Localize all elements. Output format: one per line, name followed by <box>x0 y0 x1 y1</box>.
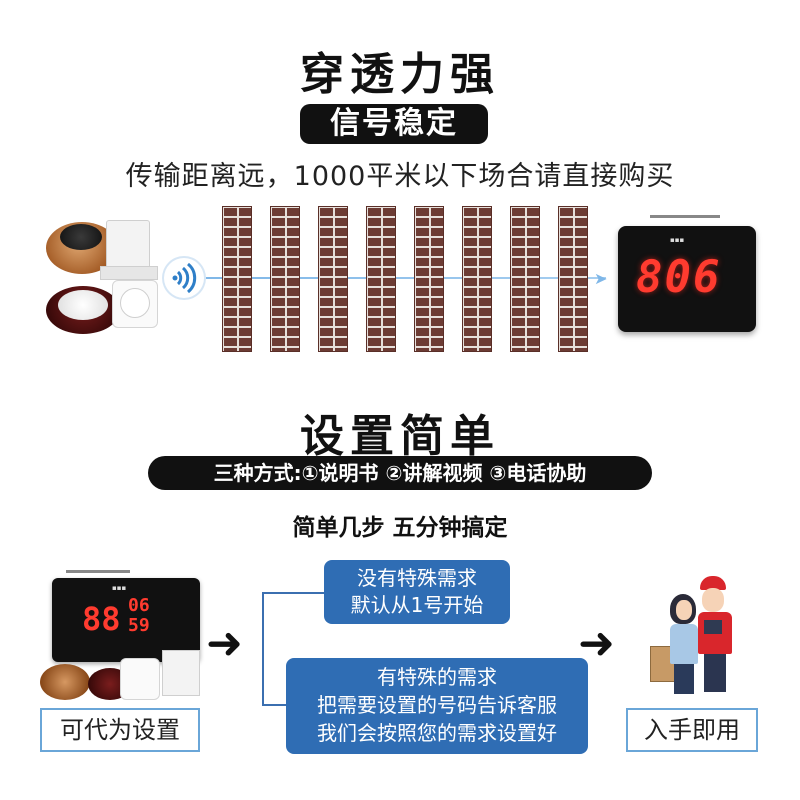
courier-legs <box>704 654 726 692</box>
call-button-top-image <box>60 224 102 250</box>
bracket-line <box>262 592 324 594</box>
brick-wall <box>558 206 588 352</box>
display-digits-small-bottom: 59 <box>128 615 150 636</box>
brick-wall <box>462 206 492 352</box>
brick-wall <box>510 206 540 352</box>
description-range: 传输距离远，1000平米以下场合请直接购买 <box>125 161 675 192</box>
option-default-line2: 默认从1号开始 <box>350 593 484 617</box>
wall-call-button-circle <box>120 288 150 318</box>
antenna-image <box>66 570 130 573</box>
right-arrow-icon: ➜ <box>206 618 243 669</box>
call-button-white-top-image <box>58 290 108 320</box>
display-digits-small: 06 59 <box>128 596 150 636</box>
receiver-display-small-image <box>52 578 200 662</box>
courier-face <box>702 588 724 612</box>
brick-wall <box>270 206 300 352</box>
woman-legs <box>674 664 694 694</box>
signal-arrow-icon: ➤ <box>594 269 608 288</box>
brick-wall <box>414 206 444 352</box>
display-brand-mark: ▪▪▪ <box>112 584 127 592</box>
receiver-display-image <box>618 226 756 332</box>
option-custom-box: 有特殊的需求 把需要设置的号码告诉客服 我们会按照您的需求设置好 <box>286 658 588 754</box>
brick-wall <box>366 206 396 352</box>
title-penetration: 穿透力强 <box>300 49 500 100</box>
display-digits-large: 88 <box>82 600 121 638</box>
menu-stand-base-image <box>100 266 158 280</box>
label-can-configure: 可代为设置 <box>40 708 200 752</box>
label-ready-to-use: 入手即用 <box>626 708 758 752</box>
pill-three-methods: 三种方式:①说明书 ②讲解视频 ③电话协助 <box>148 456 652 490</box>
bracket-line <box>262 704 286 706</box>
subtitle-five-minutes: 简单几步 五分钟搞定 <box>292 515 508 541</box>
courier-cap <box>700 576 726 590</box>
option-default-box: 没有特殊需求 默认从1号开始 <box>324 560 510 624</box>
option-custom-line1: 有特殊的需求 <box>377 665 497 689</box>
signal-line <box>206 277 606 279</box>
option-custom-line2: 把需要设置的号码告诉客服 <box>317 693 557 717</box>
wall-call-button-image <box>120 658 160 700</box>
pill-signal-stable: 信号稳定 <box>300 104 488 144</box>
option-custom-line3: 我们会按照您的需求设置好 <box>317 721 557 745</box>
option-default-line1: 没有特殊需求 <box>357 566 477 590</box>
call-button-wood-image <box>40 664 90 700</box>
courier-tablet <box>704 620 722 634</box>
brick-wall <box>318 206 348 352</box>
display-number: 806 <box>636 252 722 303</box>
antenna-image <box>650 215 720 218</box>
display-digits-small-top: 06 <box>128 595 150 616</box>
woman-body <box>670 624 698 664</box>
menu-stand-image <box>162 650 200 696</box>
display-brand-mark: ▪▪▪ <box>670 236 685 244</box>
woman-face <box>676 600 692 620</box>
brick-wall <box>222 206 252 352</box>
title-easy-setup: 设置简单 <box>300 411 500 462</box>
bracket-line <box>262 592 264 706</box>
wifi-signal-icon <box>164 258 204 298</box>
